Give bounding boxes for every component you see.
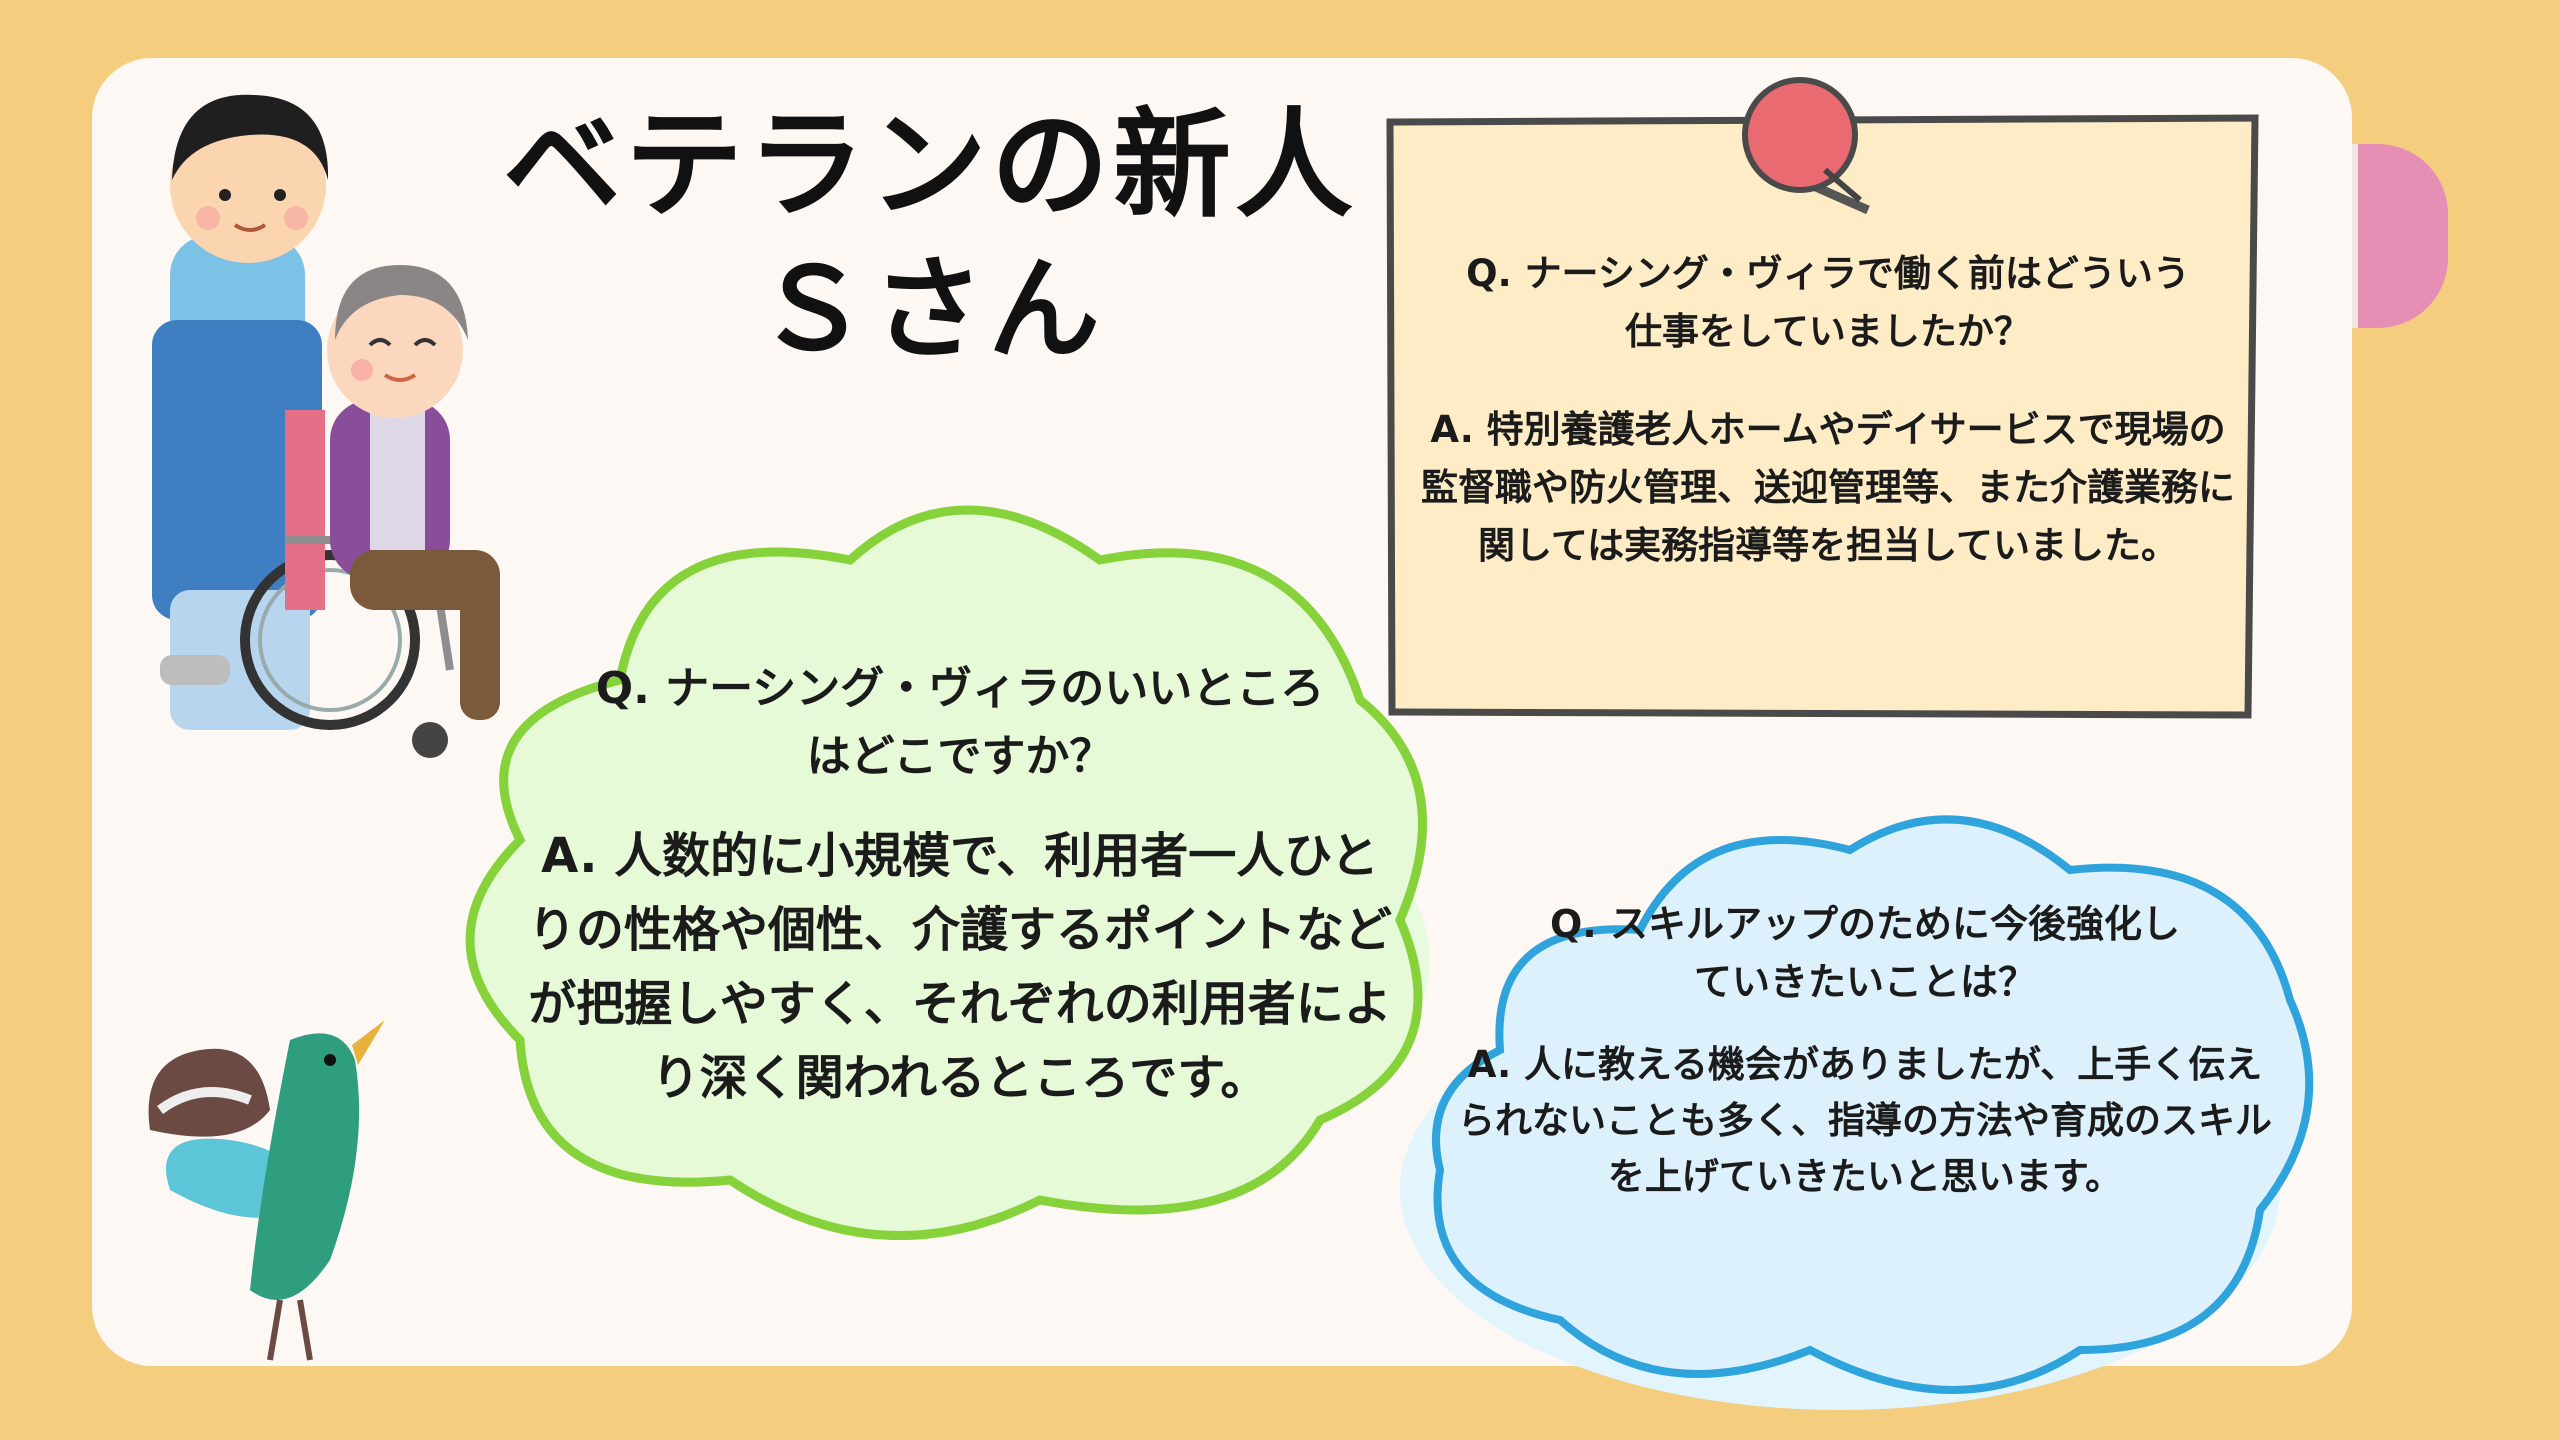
side-tab <box>2352 144 2448 328</box>
blue-cloud-panel <box>1400 815 2314 1410</box>
green-cloud-text: Q. ナーシング・ヴィラのいいところはどこですか？ A. 人数的に小規模で、利用… <box>520 655 1400 1115</box>
blue-question: Q. スキルアップのために今後強化していきたいことは？ <box>1550 902 2180 1004</box>
page-subtitle: Ｓさん <box>756 245 1104 375</box>
caregiver-wheelchair-illustration <box>152 94 500 758</box>
page-title: ベテランの新人 <box>502 96 1357 234</box>
blue-answer: A. 人に教える機会がありましたが、上手く伝えられないことも多く、指導の方法や育… <box>1458 1043 2272 1198</box>
green-cloud-panel <box>465 505 1430 1240</box>
blue-cloud-text: Q. スキルアップのために今後強化していきたいことは？ A. 人に教える機会があ… <box>1455 895 2275 1205</box>
tab-divider <box>2352 144 2358 328</box>
note-question: Q. ナーシング・ヴィラで働く前はどういう仕事をしていましたか？ <box>1466 252 2190 353</box>
note-text: Q. ナーシング・ヴィラで働く前はどういう仕事をしていましたか？ A. 特別養護… <box>1418 245 2238 575</box>
pinned-note-panel <box>1386 77 2259 719</box>
green-answer: A. 人数的に小規模で、利用者一人ひとりの性格や個性、介護するポイントなどが把握… <box>527 828 1392 1106</box>
title-block: ベテランの新人 Ｓさん <box>430 90 1430 380</box>
green-question: Q. ナーシング・ヴィラのいいところはどこですか？ <box>595 663 1325 782</box>
bird-illustration <box>148 1020 385 1361</box>
note-answer: A. 特別養護老人ホームやデイサービスで現場の監督職や防火管理、送迎管理等、また… <box>1421 408 2235 567</box>
